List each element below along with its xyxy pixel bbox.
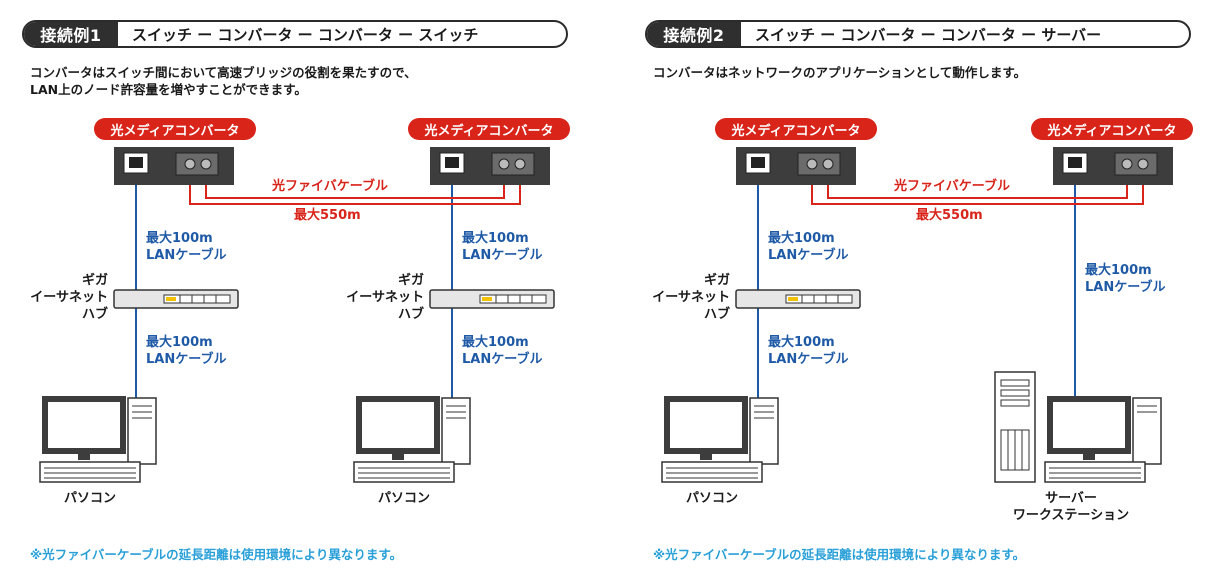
ethernet-hub-right — [429, 289, 555, 309]
hub-label-left: ギガイーサネットハブ — [30, 273, 108, 322]
fiber-distance: 最大550m — [294, 208, 361, 223]
example-1-header-title: スイッチ ー コンバータ ー コンバータ ー スイッチ — [132, 25, 479, 44]
ethernet-hub-left — [113, 289, 239, 309]
pc-left — [39, 396, 157, 483]
fiber-label: 光ファイバケーブル — [894, 179, 1010, 194]
pc-label-right: パソコン — [377, 491, 430, 506]
example-1-header-label: 接続例1 — [24, 22, 118, 46]
example-1-note: ※光ファイバーケーブルの延長距離は使用環境により異なります。 — [30, 547, 403, 562]
example-1-header: 接続例1 スイッチ ー コンバータ ー コンバータ ー スイッチ — [22, 20, 568, 48]
media-converter-right — [430, 147, 550, 185]
server-workstation — [994, 371, 1162, 483]
server-label: サーバーワークステーション — [1012, 491, 1130, 523]
description-line-1: コンバータはスイッチ間において高速ブリッジの役割を果たすので、 — [30, 65, 417, 80]
media-converter-right — [1053, 147, 1173, 185]
example-2-panel: 接続例2 スイッチ ー コンバータ ー コンバータ ー サーバー コンバータはネ… — [609, 0, 1218, 582]
converter-tag-left: 光メディアコンバータ — [94, 118, 256, 140]
example-1-panel: 接続例1 スイッチ ー コンバータ ー コンバータ ー スイッチ コンバータはス… — [22, 20, 570, 562]
description-line-1: コンバータはネットワークのアプリケーションとして動作します。 — [653, 65, 1027, 80]
fiber-label: 光ファイバケーブル — [272, 179, 388, 194]
converter-tag-right: 光メディアコンバータ — [408, 118, 570, 140]
media-converter-left — [114, 147, 234, 185]
hub-label-right: ギガイーサネットハブ — [346, 273, 424, 322]
example-2-header-title: スイッチ ー コンバータ ー コンバータ ー サーバー — [755, 25, 1102, 44]
pc-label-left: パソコン — [685, 491, 738, 506]
fiber-distance: 最大550m — [916, 208, 983, 223]
converter-tag-left: 光メディアコンバータ — [715, 118, 877, 140]
example-2-header-label: 接続例2 — [647, 22, 741, 46]
example-2-header: 接続例2 スイッチ ー コンバータ ー コンバータ ー サーバー — [645, 20, 1191, 48]
example-1-description: コンバータはスイッチ間において高速ブリッジの役割を果たすので、 LAN上のノード… — [30, 64, 417, 98]
pc-right — [353, 396, 471, 483]
description-line-2: LAN上のノード許容量を増やすことができます。 — [30, 82, 307, 97]
example-2-note: ※光ファイバーケーブルの延長距離は使用環境により異なります。 — [653, 547, 1026, 562]
media-converter-left — [736, 147, 856, 185]
example-2-drawing — [661, 147, 1173, 483]
example-1-drawing — [39, 147, 555, 483]
example-2-description: コンバータはネットワークのアプリケーションとして動作します。 — [653, 64, 1026, 81]
pc-label-left: パソコン — [63, 491, 116, 506]
converter-tag-right: 光メディアコンバータ — [1031, 118, 1193, 140]
ethernet-hub-left — [735, 289, 861, 309]
hub-label-left: ギガイーサネットハブ — [652, 273, 730, 322]
pc-left — [661, 396, 779, 483]
